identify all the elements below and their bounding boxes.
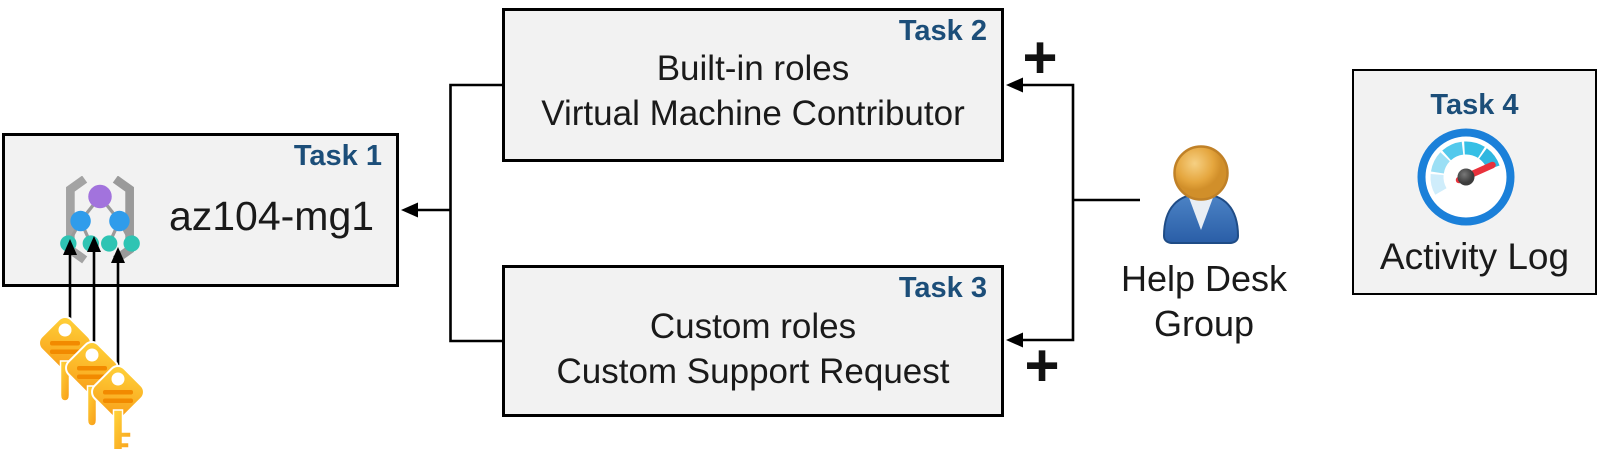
task2-line1: Built-in roles [656, 49, 850, 88]
mg-node-left [70, 210, 91, 232]
task1-box: Task 1 az104-mg1 [2, 133, 399, 287]
keys-icon-group [34, 312, 149, 449]
arrowhead-into-task1 [401, 202, 418, 218]
task2-line2: Virtual Machine Contributor [541, 94, 965, 133]
mg-leaf-3 [101, 235, 118, 252]
person-collar [1188, 195, 1214, 230]
help-desk-group-label: Help Desk Group [1104, 256, 1304, 346]
task1-title: az104-mg1 [168, 192, 375, 239]
mg-right-bracket [112, 176, 134, 264]
arrowhead-into-task2 [1006, 77, 1023, 93]
task2-text: Built-in roles Virtual Machine Contribut… [508, 46, 998, 136]
plus-icon: + [1022, 24, 1058, 91]
key-arrowheads [63, 236, 125, 263]
activity-log-gauge-icon [1417, 128, 1515, 226]
task4-box: Task 4 Activity Log [1352, 69, 1597, 295]
gauge-hub [1457, 168, 1475, 186]
task3-line2: Custom Support Request [556, 352, 950, 391]
mg-tree-edges [66, 195, 134, 245]
task2-label: Task 2 [898, 15, 987, 47]
task3-box: Task 3 Custom roles Custom Support Reque… [502, 265, 1004, 417]
task3-label: Task 3 [898, 272, 987, 304]
gauge-arc-segments [1430, 141, 1500, 195]
right-bracket-connector [1023, 83, 1140, 342]
task4-label: Task 4 [1430, 89, 1519, 121]
help-desk-line2: Group [1153, 303, 1255, 344]
task3-text: Custom roles Custom Support Request [508, 304, 998, 394]
mg-leaf-4 [123, 235, 140, 252]
mg-left-bracket [66, 176, 88, 264]
task4-caption: Activity Log [1379, 236, 1570, 277]
task2-box: Task 2 Built-in roles Virtual Machine Co… [502, 8, 1004, 162]
plus-icon: + [1024, 332, 1060, 399]
user-person-icon [1162, 145, 1240, 244]
arrowhead-into-task3 [1006, 332, 1023, 348]
task3-line1: Custom roles [649, 307, 857, 346]
management-group-icon [60, 176, 140, 264]
mg-root-node [88, 184, 112, 209]
left-bracket-connector [416, 83, 502, 343]
person-head [1173, 145, 1229, 201]
task1-label: Task 1 [293, 140, 382, 172]
help-desk-line1: Help Desk [1120, 258, 1288, 299]
mg-node-right [109, 210, 130, 232]
